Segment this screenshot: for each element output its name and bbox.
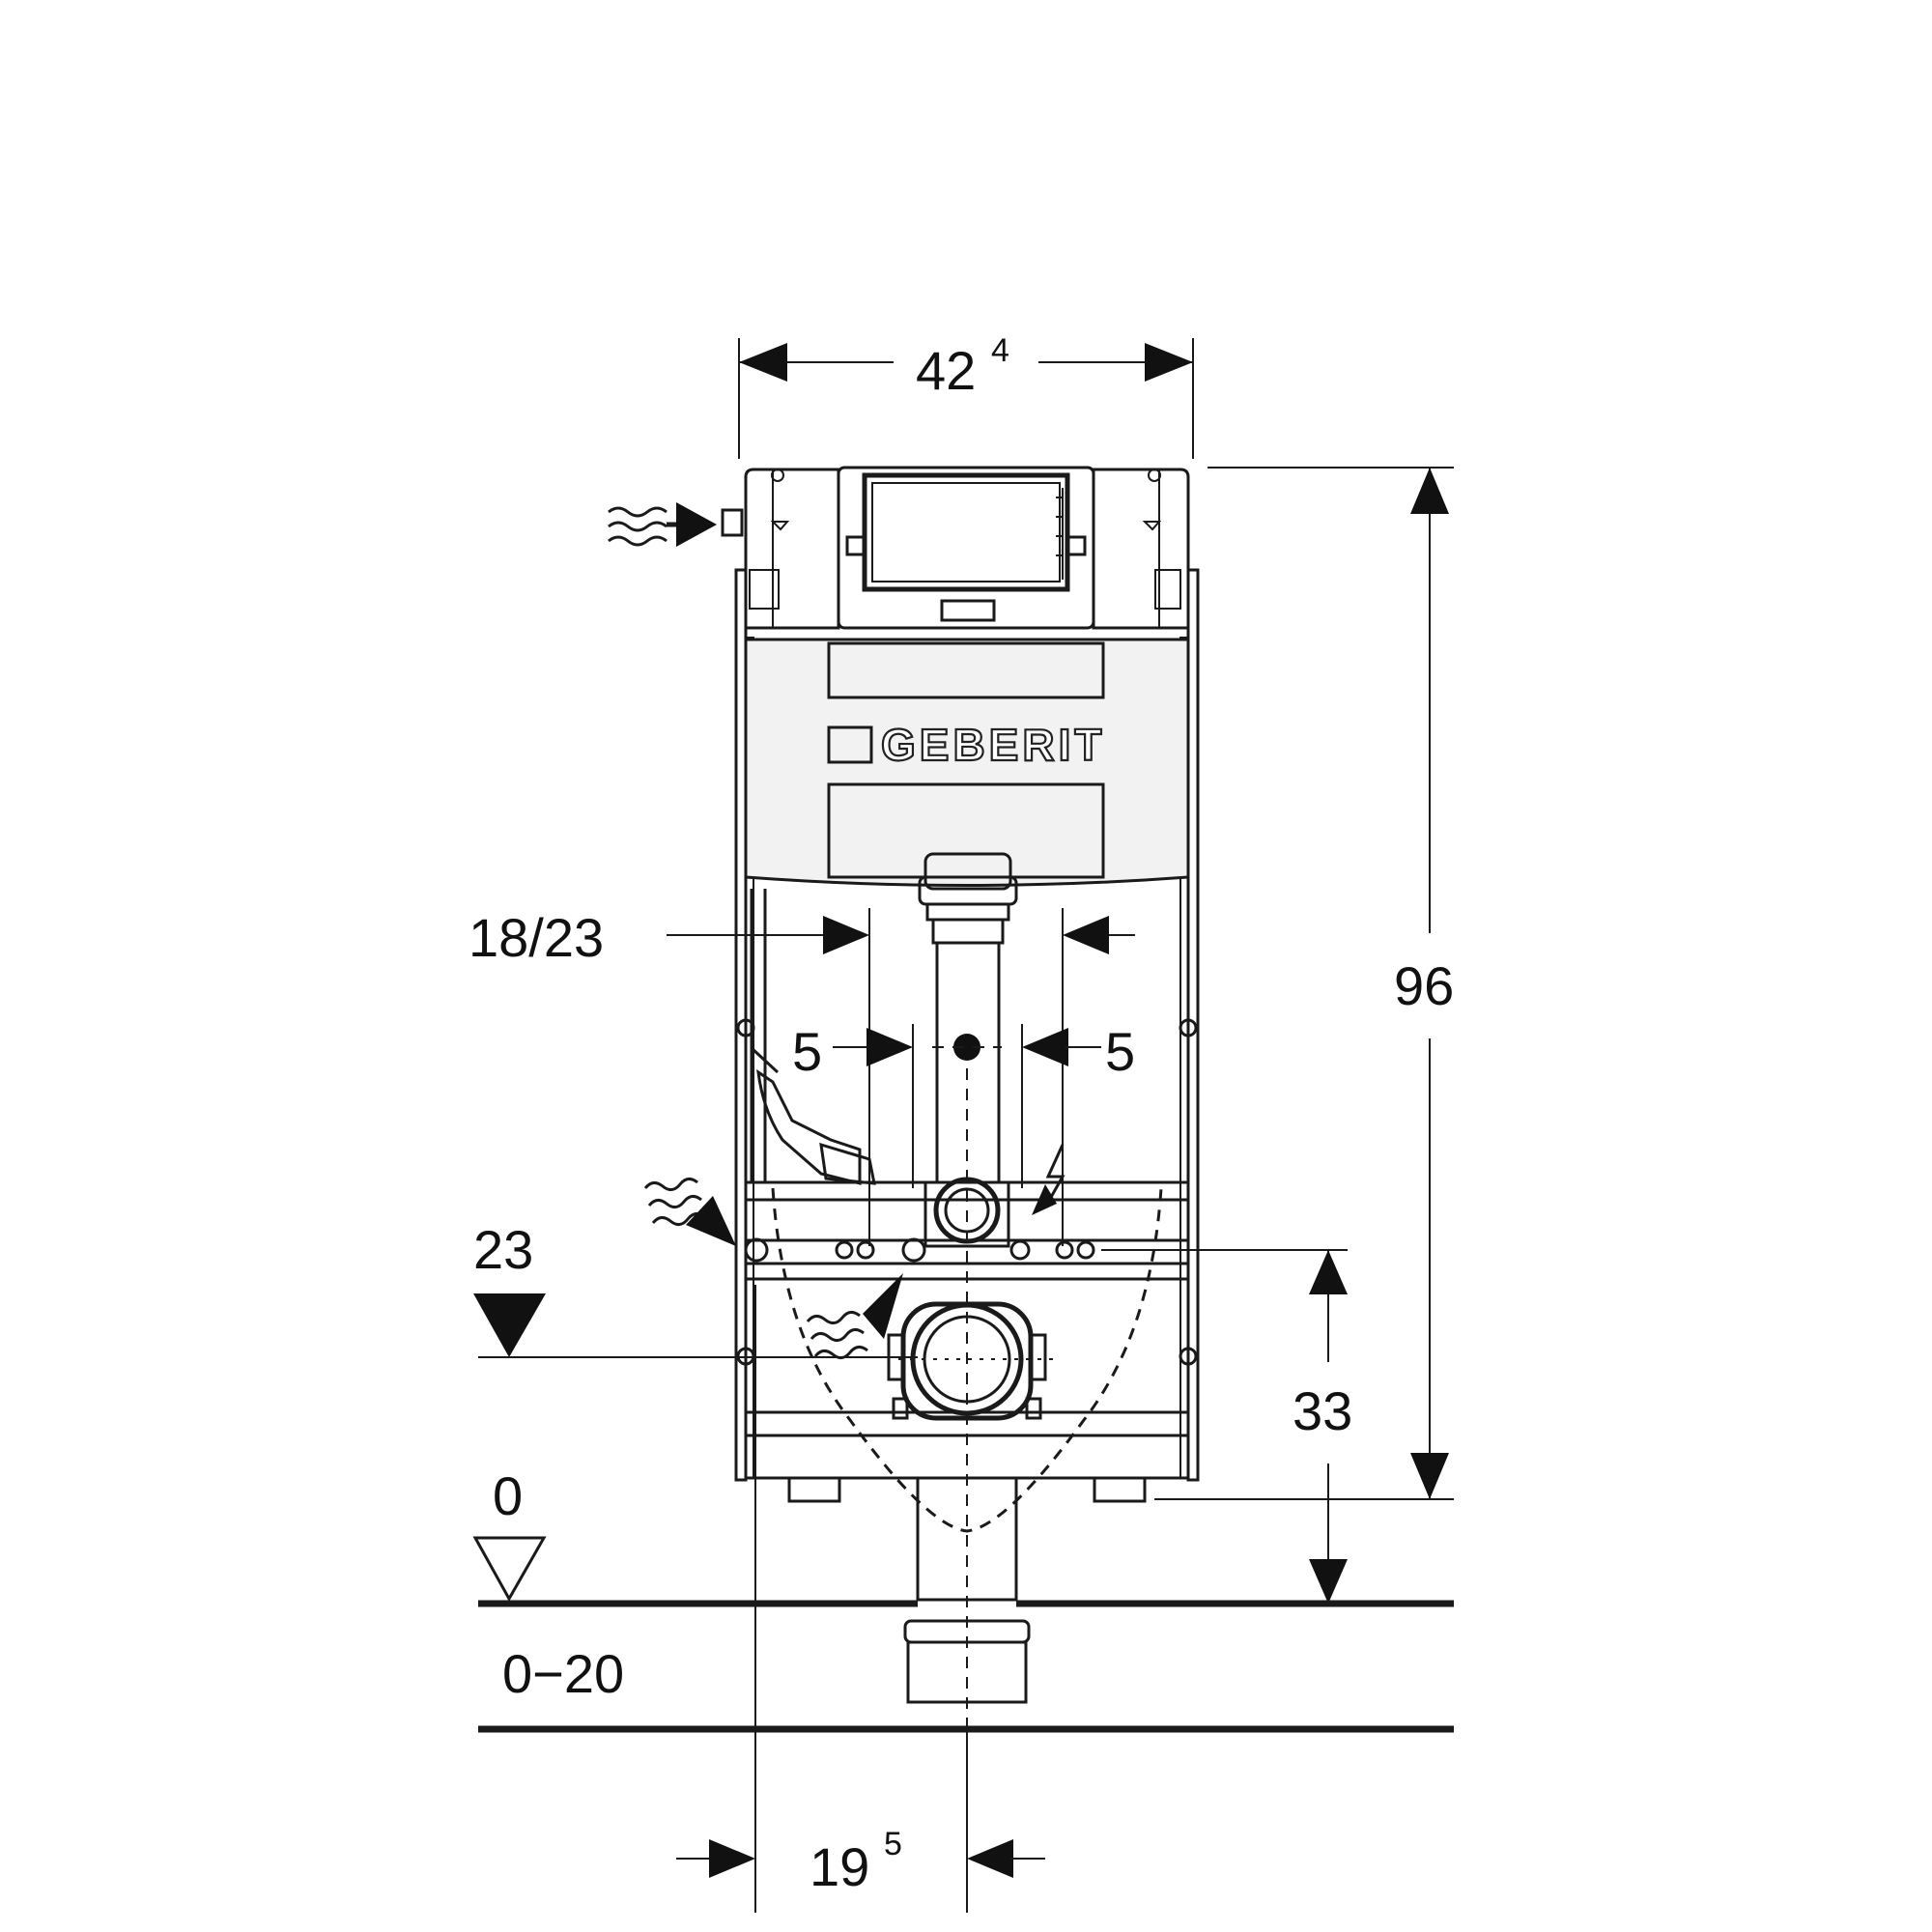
frame-body: GEBERIT	[721, 466, 1200, 1719]
brand-logo: GEBERIT	[881, 720, 1105, 770]
level-zero-value: 0	[493, 1465, 523, 1526]
filled-level-triangle-icon	[473, 1293, 546, 1357]
open-level-triangle-icon	[472, 1536, 547, 1603]
water-supply-arrow-icon	[806, 1273, 903, 1359]
water-supply-arrow-icon	[643, 1178, 736, 1246]
width-superscript: 4	[991, 332, 1009, 369]
outlet-offset-superscript: 5	[884, 1826, 902, 1862]
outlet-offset-value: 19	[810, 1836, 869, 1897]
floor-range-value: 0−20	[502, 1643, 624, 1704]
connection-distance-value: 18/23	[469, 907, 604, 968]
dimension-outlet-offset: 19 5	[676, 1285, 1045, 1913]
dimension-height: 96	[1154, 467, 1454, 1500]
level-23-value: 23	[473, 1219, 533, 1280]
dimension-level-zero: 0	[472, 1465, 1454, 1607]
dimension-offsets: 5 5	[792, 1021, 1135, 1188]
dimension-height-33: 33	[1101, 1249, 1352, 1604]
offset-right-value: 5	[1105, 1021, 1135, 1082]
lightning-icon	[1032, 1144, 1065, 1215]
height-value: 96	[1394, 955, 1454, 1016]
height-33-value: 33	[1293, 1380, 1352, 1441]
dimension-connection-distance: 18/23	[469, 907, 1135, 1246]
offset-left-value: 5	[792, 1021, 822, 1082]
water-supply-arrow-icon	[608, 502, 717, 547]
dimension-width: 42 4	[738, 332, 1194, 459]
dimension-level-23: 23	[473, 1219, 918, 1358]
width-value: 42	[916, 340, 976, 401]
